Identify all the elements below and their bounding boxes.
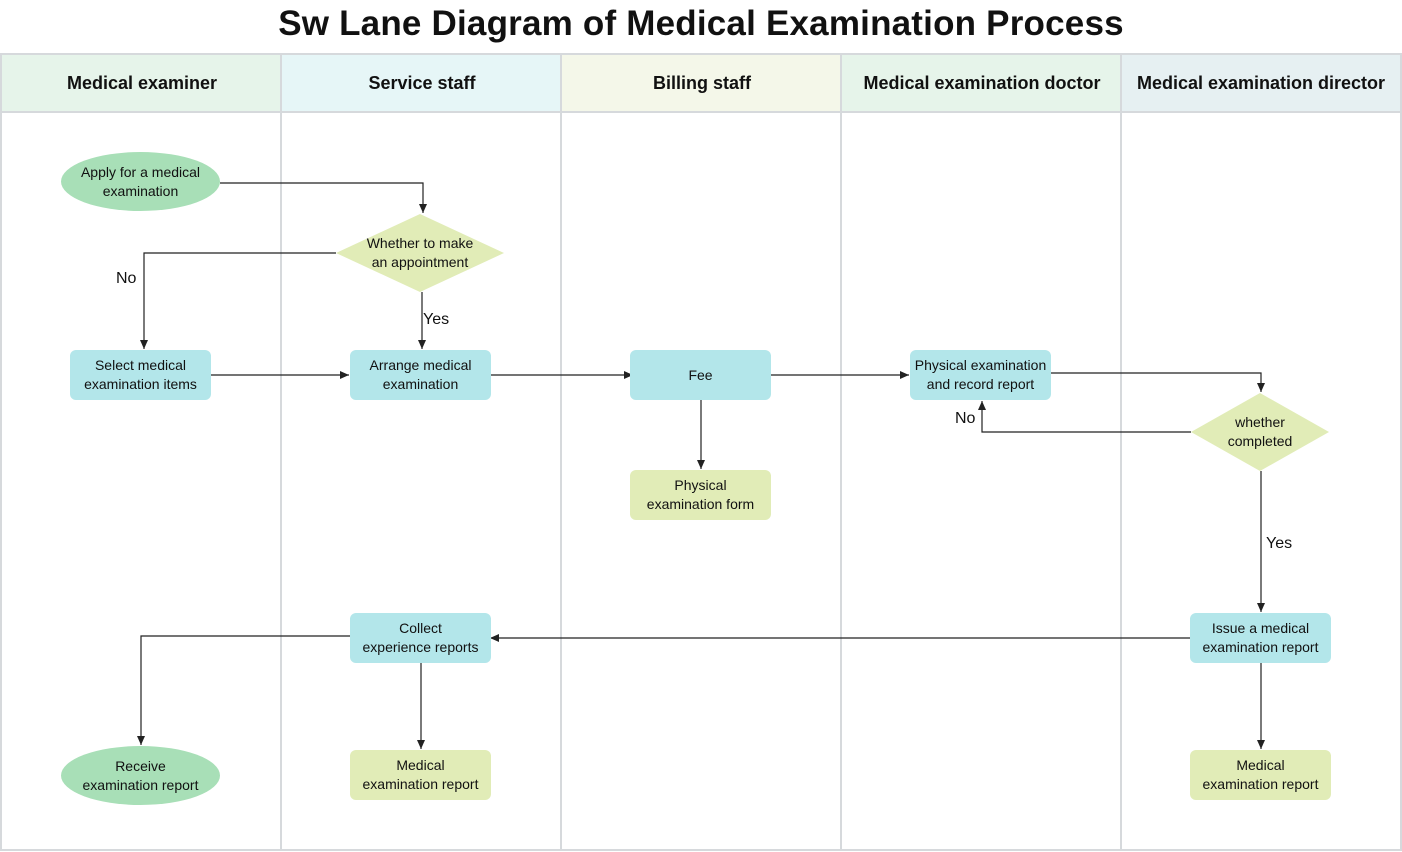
lane-header-billing-staff: Billing staff — [562, 53, 842, 113]
decision-appointment-label: Whether to make an appointment — [336, 214, 504, 292]
node-label: Medical examination report — [362, 757, 479, 792]
document-report-director[interactable]: Medical examination report — [1190, 750, 1331, 800]
decision-completed-label: whether completed — [1191, 393, 1329, 471]
bottom-border — [0, 849, 1402, 851]
lane-header-examination-doctor: Medical examination doctor — [842, 53, 1122, 113]
swimlane-container: Medical examiner Service staff Billing s… — [0, 53, 1402, 851]
lane-billing-staff: Billing staff — [560, 53, 842, 850]
process-arrange-examination[interactable]: Arrange medical examination — [350, 350, 491, 400]
node-label: Arrange medical examination — [369, 357, 472, 392]
end-receive-report[interactable]: Receive examination report — [61, 746, 220, 805]
node-label: Fee — [688, 366, 713, 383]
lane-header-medical-examiner: Medical examiner — [2, 53, 282, 113]
document-physical-form[interactable]: Physical examination form — [630, 470, 771, 520]
node-label: Receive examination report — [82, 757, 199, 793]
edge-label-no-appointment: No — [116, 270, 137, 287]
process-physical-record[interactable]: Physical examination and record report — [910, 350, 1051, 400]
node-label: Physical examination and record report — [914, 357, 1047, 392]
edge-label-yes-appointment: Yes — [423, 311, 450, 328]
node-label: Issue a medical examination report — [1202, 620, 1319, 655]
lane-service-staff: Service staff — [280, 53, 562, 850]
lane-header-examination-director: Medical examination director — [1122, 53, 1400, 113]
edge-label-no-completed: No — [955, 410, 976, 427]
node-label: Collect experience reports — [362, 620, 479, 655]
start-apply-examination[interactable]: Apply for a medical examination — [61, 152, 220, 211]
lane-medical-examiner: Medical examiner — [0, 53, 282, 850]
node-label: Medical examination report — [1202, 757, 1319, 792]
page-title: Sw Lane Diagram of Medical Examination P… — [278, 4, 1124, 43]
document-report-service[interactable]: Medical examination report — [350, 750, 491, 800]
process-fee[interactable]: Fee — [630, 350, 771, 400]
edge-label-yes-completed: Yes — [1266, 535, 1293, 552]
lane-header-service-staff: Service staff — [282, 53, 562, 113]
node-label: Whether to make an appointment — [366, 235, 474, 270]
node-label: Physical examination form — [646, 477, 755, 512]
node-label: Apply for a medical examination — [80, 163, 201, 199]
lane-examination-doctor: Medical examination doctor — [840, 53, 1122, 850]
node-label: whether completed — [1227, 414, 1293, 449]
process-select-items[interactable]: Select medical examination items — [70, 350, 211, 400]
process-collect-reports[interactable]: Collect experience reports — [350, 613, 491, 663]
node-label: Select medical examination items — [84, 357, 197, 392]
lane-examination-director: Medical examination director — [1120, 53, 1402, 850]
process-issue-report[interactable]: Issue a medical examination report — [1190, 613, 1331, 663]
